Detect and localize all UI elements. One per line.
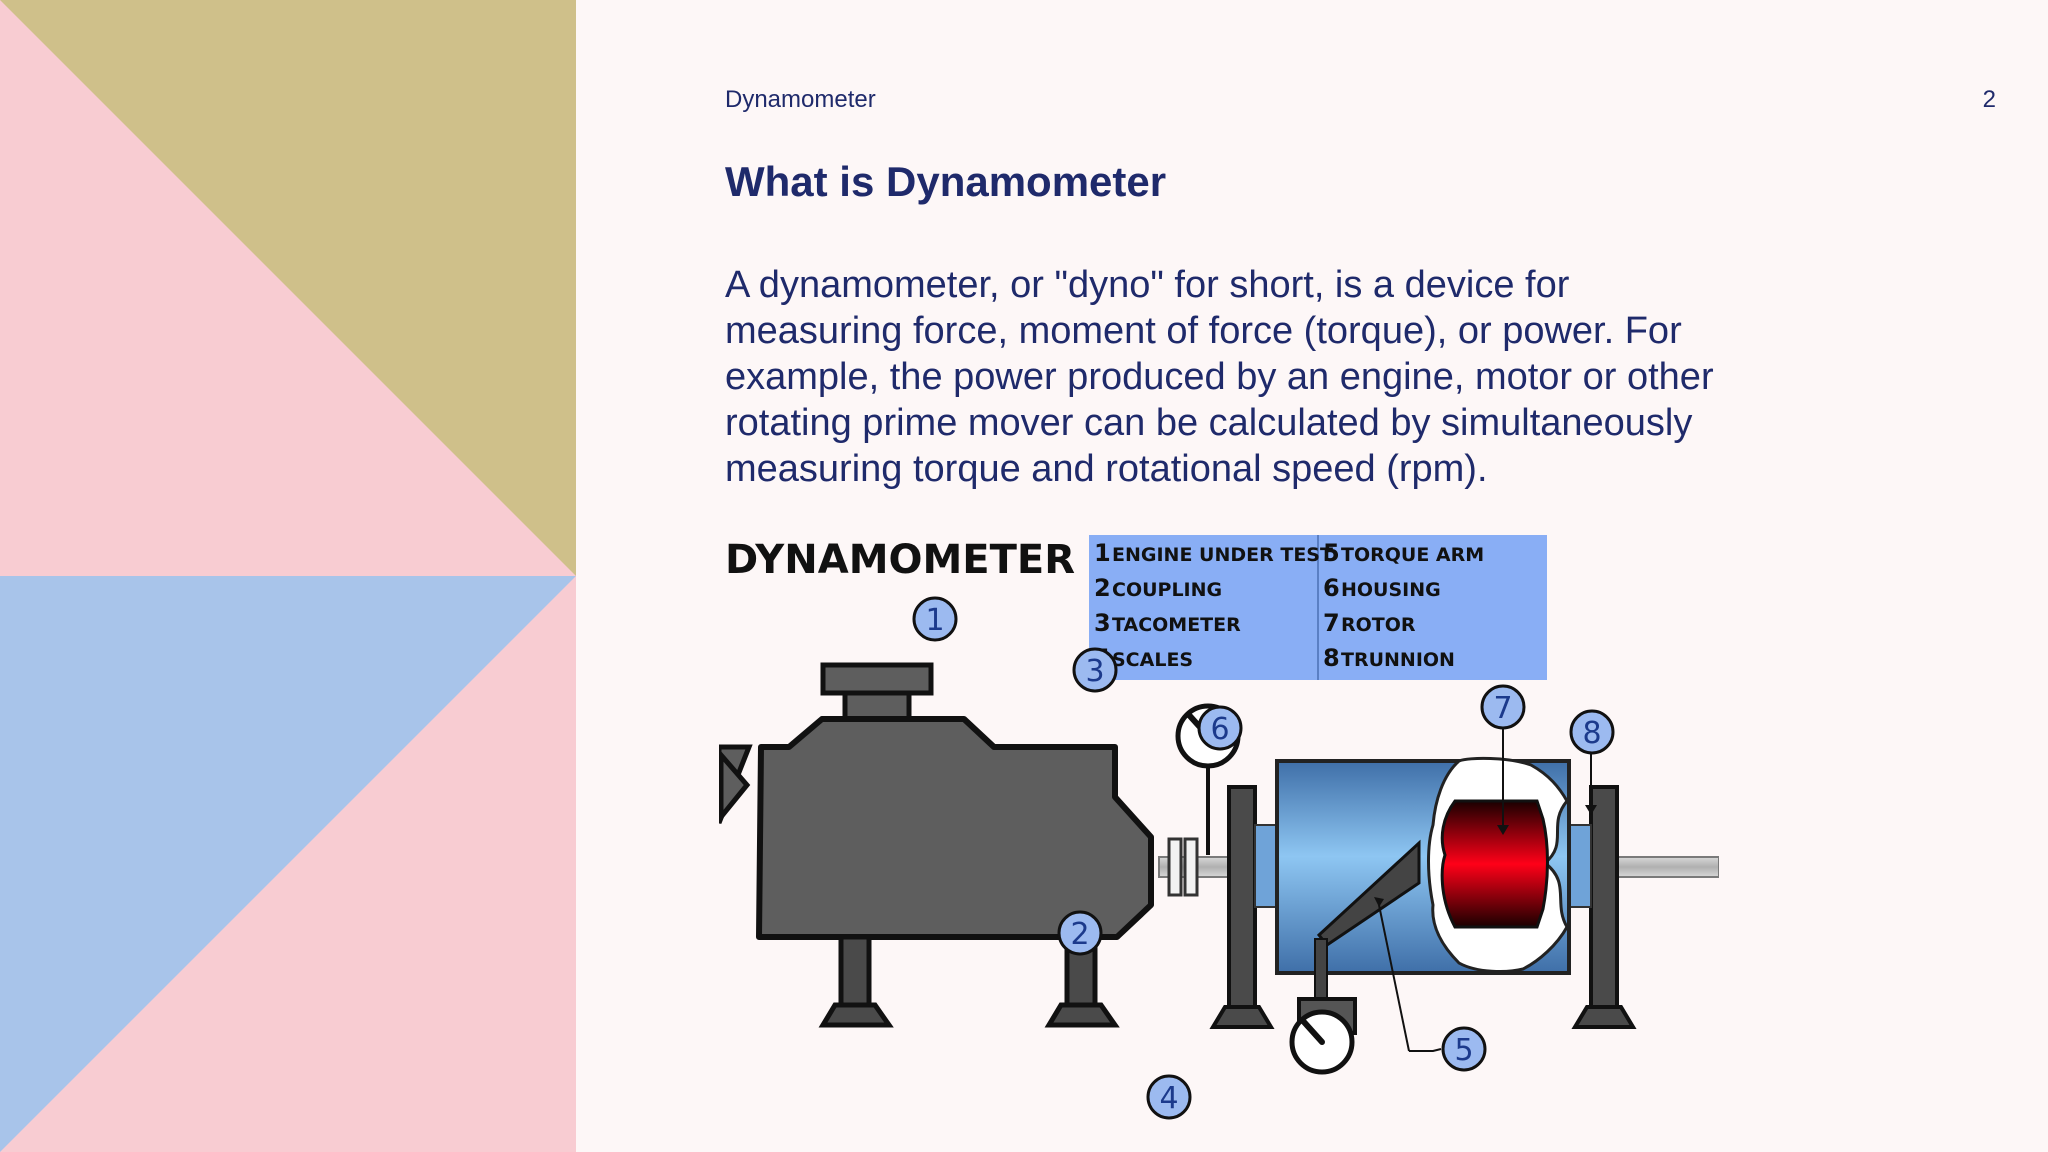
callout-7: 7	[1480, 684, 1526, 730]
callout-5: 5	[1441, 1026, 1487, 1072]
svg-text:4: 4	[1159, 1081, 1178, 1116]
svg-text:3: 3	[1085, 654, 1104, 689]
header-label: Dynamometer	[725, 86, 876, 113]
slide-title: What is Dynamometer	[725, 158, 1167, 205]
callout-6: 6	[1197, 705, 1243, 751]
legend-label-8: TRUNNION	[1341, 649, 1455, 671]
legend-num-8: 8	[1323, 644, 1340, 672]
svg-text:7: 7	[1493, 691, 1512, 726]
page-number: 2	[1982, 86, 1996, 113]
deco-pink-triangle	[0, 576, 576, 1152]
decorative-triangle-panel	[0, 0, 576, 1152]
callout-line-5	[1409, 1048, 1442, 1052]
body-paragraph: A dynamometer, or "dyno" for short, is a…	[725, 264, 1714, 490]
callout-3: 3	[1072, 647, 1118, 693]
legend-num-6: 6	[1323, 574, 1340, 602]
engine	[719, 662, 1154, 1028]
svg-text:5: 5	[1454, 1033, 1473, 1068]
diagram-legend: 1 ENGINE UNDER TEST 2 COUPLING 3 TACOMET…	[1089, 535, 1547, 680]
slide: Dynamometer 2 What is Dynamometer A dyna…	[576, 0, 2048, 1152]
diagram-title: DYNAMOMETER	[725, 537, 1075, 583]
legend-num-7: 7	[1323, 609, 1340, 637]
callout-2: 2	[1057, 910, 1103, 956]
svg-text:1: 1	[925, 603, 944, 638]
legend-label-2: COUPLING	[1112, 579, 1222, 601]
svg-text:6: 6	[1210, 712, 1229, 747]
deco-gold-triangle	[0, 0, 576, 576]
legend-label-3: TACOMETER	[1112, 614, 1241, 636]
rotor	[1427, 705, 1569, 973]
callout-arrow-8	[1585, 805, 1597, 815]
legend-label-4: SCALES	[1112, 649, 1193, 671]
svg-text:2: 2	[1070, 917, 1089, 952]
trunnion-left	[1209, 785, 1278, 1029]
legend-label-7: ROTOR	[1341, 614, 1416, 636]
dynamometer-diagram: DYNAMOMETER 1 ENGINE UNDER TEST 2 COUPLI…	[719, 535, 1719, 1120]
legend-num-1: 1	[1094, 539, 1111, 567]
legend-num-5: 5	[1323, 539, 1340, 567]
legend-label-5: TORQUE ARM	[1341, 544, 1484, 566]
callout-4: 4	[1146, 1074, 1192, 1120]
coupling	[1167, 837, 1199, 897]
legend-label-6: HOUSING	[1341, 579, 1441, 601]
svg-text:8: 8	[1582, 716, 1601, 751]
legend-num-3: 3	[1094, 609, 1111, 637]
callout-8: 8	[1569, 709, 1615, 755]
torque-arm	[1314, 839, 1421, 1052]
callout-1: 1	[912, 596, 958, 642]
legend-num-2: 2	[1094, 574, 1111, 602]
scales	[1289, 997, 1357, 1075]
trunnion-right	[1568, 785, 1637, 1029]
legend-label-1: ENGINE UNDER TEST	[1112, 544, 1333, 566]
